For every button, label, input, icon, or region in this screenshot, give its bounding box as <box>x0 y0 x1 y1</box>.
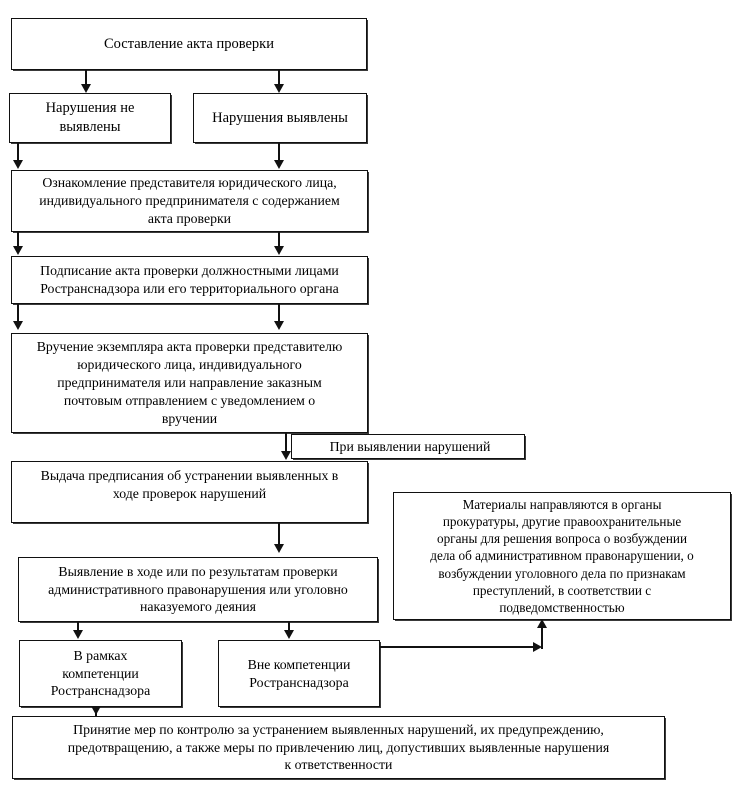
node-materials-to-prosecutor-label: Материалы направляются в органы прокурат… <box>430 496 694 615</box>
node-outside-competence-label: Вне компетенции Ространснадзора <box>247 656 351 690</box>
connector-order-issue-to-detection <box>278 523 280 545</box>
arrowhead-outside-competence-horizontal <box>533 642 542 652</box>
arrowhead-no-violations-to-familiarization <box>13 160 23 169</box>
arrowhead-signing-to-delivery-right <box>274 321 284 330</box>
arrowhead-detection-to-within-competence <box>73 630 83 639</box>
node-delivery-label: Вручение экземпляра акта проверки предст… <box>36 339 343 426</box>
node-within-competence-label: В рамках компетенции Ространснадзора <box>50 647 151 699</box>
connector-violations-found-to-familiarization <box>278 143 280 161</box>
node-familiarization-label: Ознакомление представителя юридического … <box>39 175 340 226</box>
connector-familiarization-to-signing-right <box>278 232 280 247</box>
connector-act-to-no-violations <box>85 70 87 85</box>
connector-detection-to-within-competence <box>77 622 79 631</box>
connector-signing-to-delivery-right <box>278 304 280 322</box>
arrowhead-violations-found-to-familiarization <box>274 160 284 169</box>
arrowhead-familiarization-to-signing-right <box>274 246 284 255</box>
arrowhead-delivery-to-order-issue <box>281 451 291 460</box>
node-no-violations-label: Нарушения не выявлены <box>45 100 135 135</box>
node-measures-label: Принятие мер по контролю за устранением … <box>67 721 610 773</box>
node-violations-found: Нарушения выявлены <box>193 93 367 143</box>
node-detection-label: Выявление в ходе или по результатам пров… <box>48 563 348 615</box>
arrowhead-familiarization-to-signing-left <box>13 246 23 255</box>
arrowhead-detection-to-outside-competence <box>284 630 294 639</box>
arrowhead-act-to-violations-found <box>274 84 284 93</box>
node-within-competence: В рамках компетенции Ространснадзора <box>19 640 182 707</box>
node-order-issue-label: Выдача предписания об устранении выявлен… <box>40 468 339 501</box>
connector-detection-to-outside-competence <box>288 622 290 631</box>
node-act-drafting-label: Составление акта проверки <box>104 35 274 52</box>
connector-signing-to-delivery-left <box>17 304 19 322</box>
connector-familiarization-to-signing-left <box>17 232 19 247</box>
node-outside-competence: Вне компетенции Ространснадзора <box>218 640 380 707</box>
node-upon-violation-text: При выявлении нарушений <box>329 438 491 454</box>
arrowhead-order-issue-to-detection <box>274 544 284 553</box>
node-order-issue: Выдача предписания об устранении выявлен… <box>11 461 368 523</box>
connector-delivery-to-order-issue <box>285 433 287 453</box>
node-no-violations: Нарушения не выявлены <box>9 93 171 143</box>
connector-no-violations-to-familiarization <box>17 143 19 161</box>
connector-outside-competence-to-materials-vertical <box>541 627 543 649</box>
arrowhead-act-to-no-violations <box>81 84 91 93</box>
arrowhead-into-materials-box <box>537 619 547 628</box>
arrowhead-within-competence-to-measures <box>91 706 101 715</box>
node-familiarization: Ознакомление представителя юридического … <box>11 170 368 232</box>
node-detection: Выявление в ходе или по результатам пров… <box>18 557 378 622</box>
connector-act-to-violations-found <box>278 70 280 85</box>
node-delivery: Вручение экземпляра акта проверки предст… <box>11 333 368 433</box>
node-measures: Принятие мер по контролю за устранением … <box>12 716 665 779</box>
connector-outside-competence-to-materials-horizontal <box>380 646 535 648</box>
node-signing-label: Подписание акта проверки должностными ли… <box>40 263 339 296</box>
node-act-drafting: Составление акта проверки <box>11 18 367 70</box>
node-violations-found-label: Нарушения выявлены <box>212 109 348 126</box>
arrowhead-signing-to-delivery-left <box>13 321 23 330</box>
node-upon-violation-label: При выявлении нарушений <box>291 434 525 459</box>
node-materials-to-prosecutor: Материалы направляются в органы прокурат… <box>393 492 731 620</box>
node-signing: Подписание акта проверки должностными ли… <box>11 256 368 304</box>
